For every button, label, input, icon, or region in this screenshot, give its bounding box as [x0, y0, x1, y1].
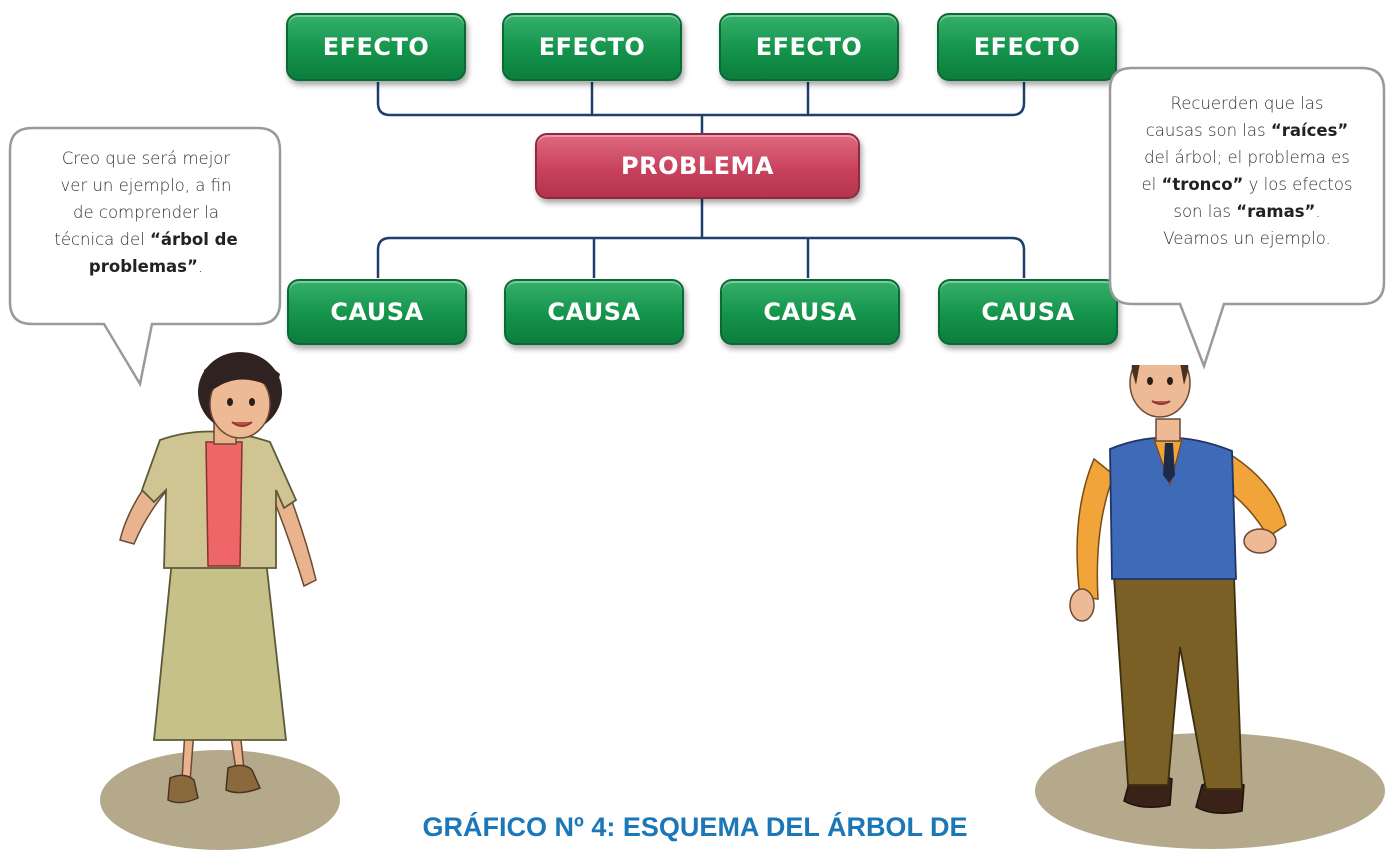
left-bubble-text-part: técnica del — [54, 230, 150, 249]
right-bubble-bold-term: “tronco” — [1161, 175, 1244, 194]
cause-connector — [376, 236, 1026, 278]
man-illustration — [1035, 365, 1385, 849]
left-speech-bubble — [8, 126, 282, 388]
right-bubble-text-part: y los efectos — [1243, 175, 1353, 194]
right-bubble-bold-term: “raíces” — [1270, 121, 1349, 140]
right-bubble-text-part: son las — [1173, 202, 1237, 221]
right-bubble-line: causas son las “raíces” — [1118, 117, 1376, 144]
right-bubble-line: del árbol; el problema es — [1144, 148, 1350, 167]
left-bubble-line: ver un ejemplo, a fin — [60, 176, 232, 195]
left-bubble-bold-term: “árbol de — [149, 230, 238, 249]
effect-box-1: EFECTO — [286, 13, 466, 81]
cause-box-2: CAUSA — [504, 279, 684, 345]
right-bubble-text-part: causas son las — [1145, 121, 1271, 140]
left-bubble-bold-term: problemas” — [88, 257, 198, 276]
woman-illustration — [100, 352, 340, 850]
right-speech-bubble — [1108, 66, 1386, 370]
cause-box-3: CAUSA — [720, 279, 900, 345]
right-bubble-bold-term: “ramas” — [1236, 202, 1316, 221]
left-bubble-line: problemas”. — [22, 253, 270, 280]
effect-box-3: EFECTO — [719, 13, 899, 81]
left-bubble-line: Creo que será mejor — [61, 149, 231, 168]
right-bubble-text: Recuerden que las causas son las “raíces… — [1118, 90, 1376, 252]
right-bubble-line: el “tronco” y los efectos — [1118, 171, 1376, 198]
effect-box-4: EFECTO — [937, 13, 1117, 81]
effect-box-2: EFECTO — [502, 13, 682, 81]
right-bubble-text-part: el — [1141, 175, 1162, 194]
left-bubble-line: de comprender la — [73, 203, 219, 222]
left-bubble-line: técnica del “árbol de — [22, 226, 270, 253]
cause-box-1: CAUSA — [287, 279, 467, 345]
woman-floor-shadow — [100, 750, 340, 850]
right-bubble-line: Recuerden que las — [1170, 94, 1324, 113]
right-bubble-line: Veamos un ejemplo. — [1163, 229, 1331, 248]
problem-box: PROBLEMA — [535, 133, 860, 199]
right-bubble-text-part: . — [1315, 202, 1321, 221]
left-bubble-text-part: . — [197, 257, 204, 276]
right-bubble-line: son las “ramas”. — [1118, 198, 1376, 225]
cause-box-4: CAUSA — [938, 279, 1118, 345]
figure-caption: GRÁFICO Nº 4: ESQUEMA DEL ÁRBOL DE — [422, 812, 968, 842]
left-bubble-text: Creo que será mejor ver un ejemplo, a fi… — [22, 145, 270, 280]
